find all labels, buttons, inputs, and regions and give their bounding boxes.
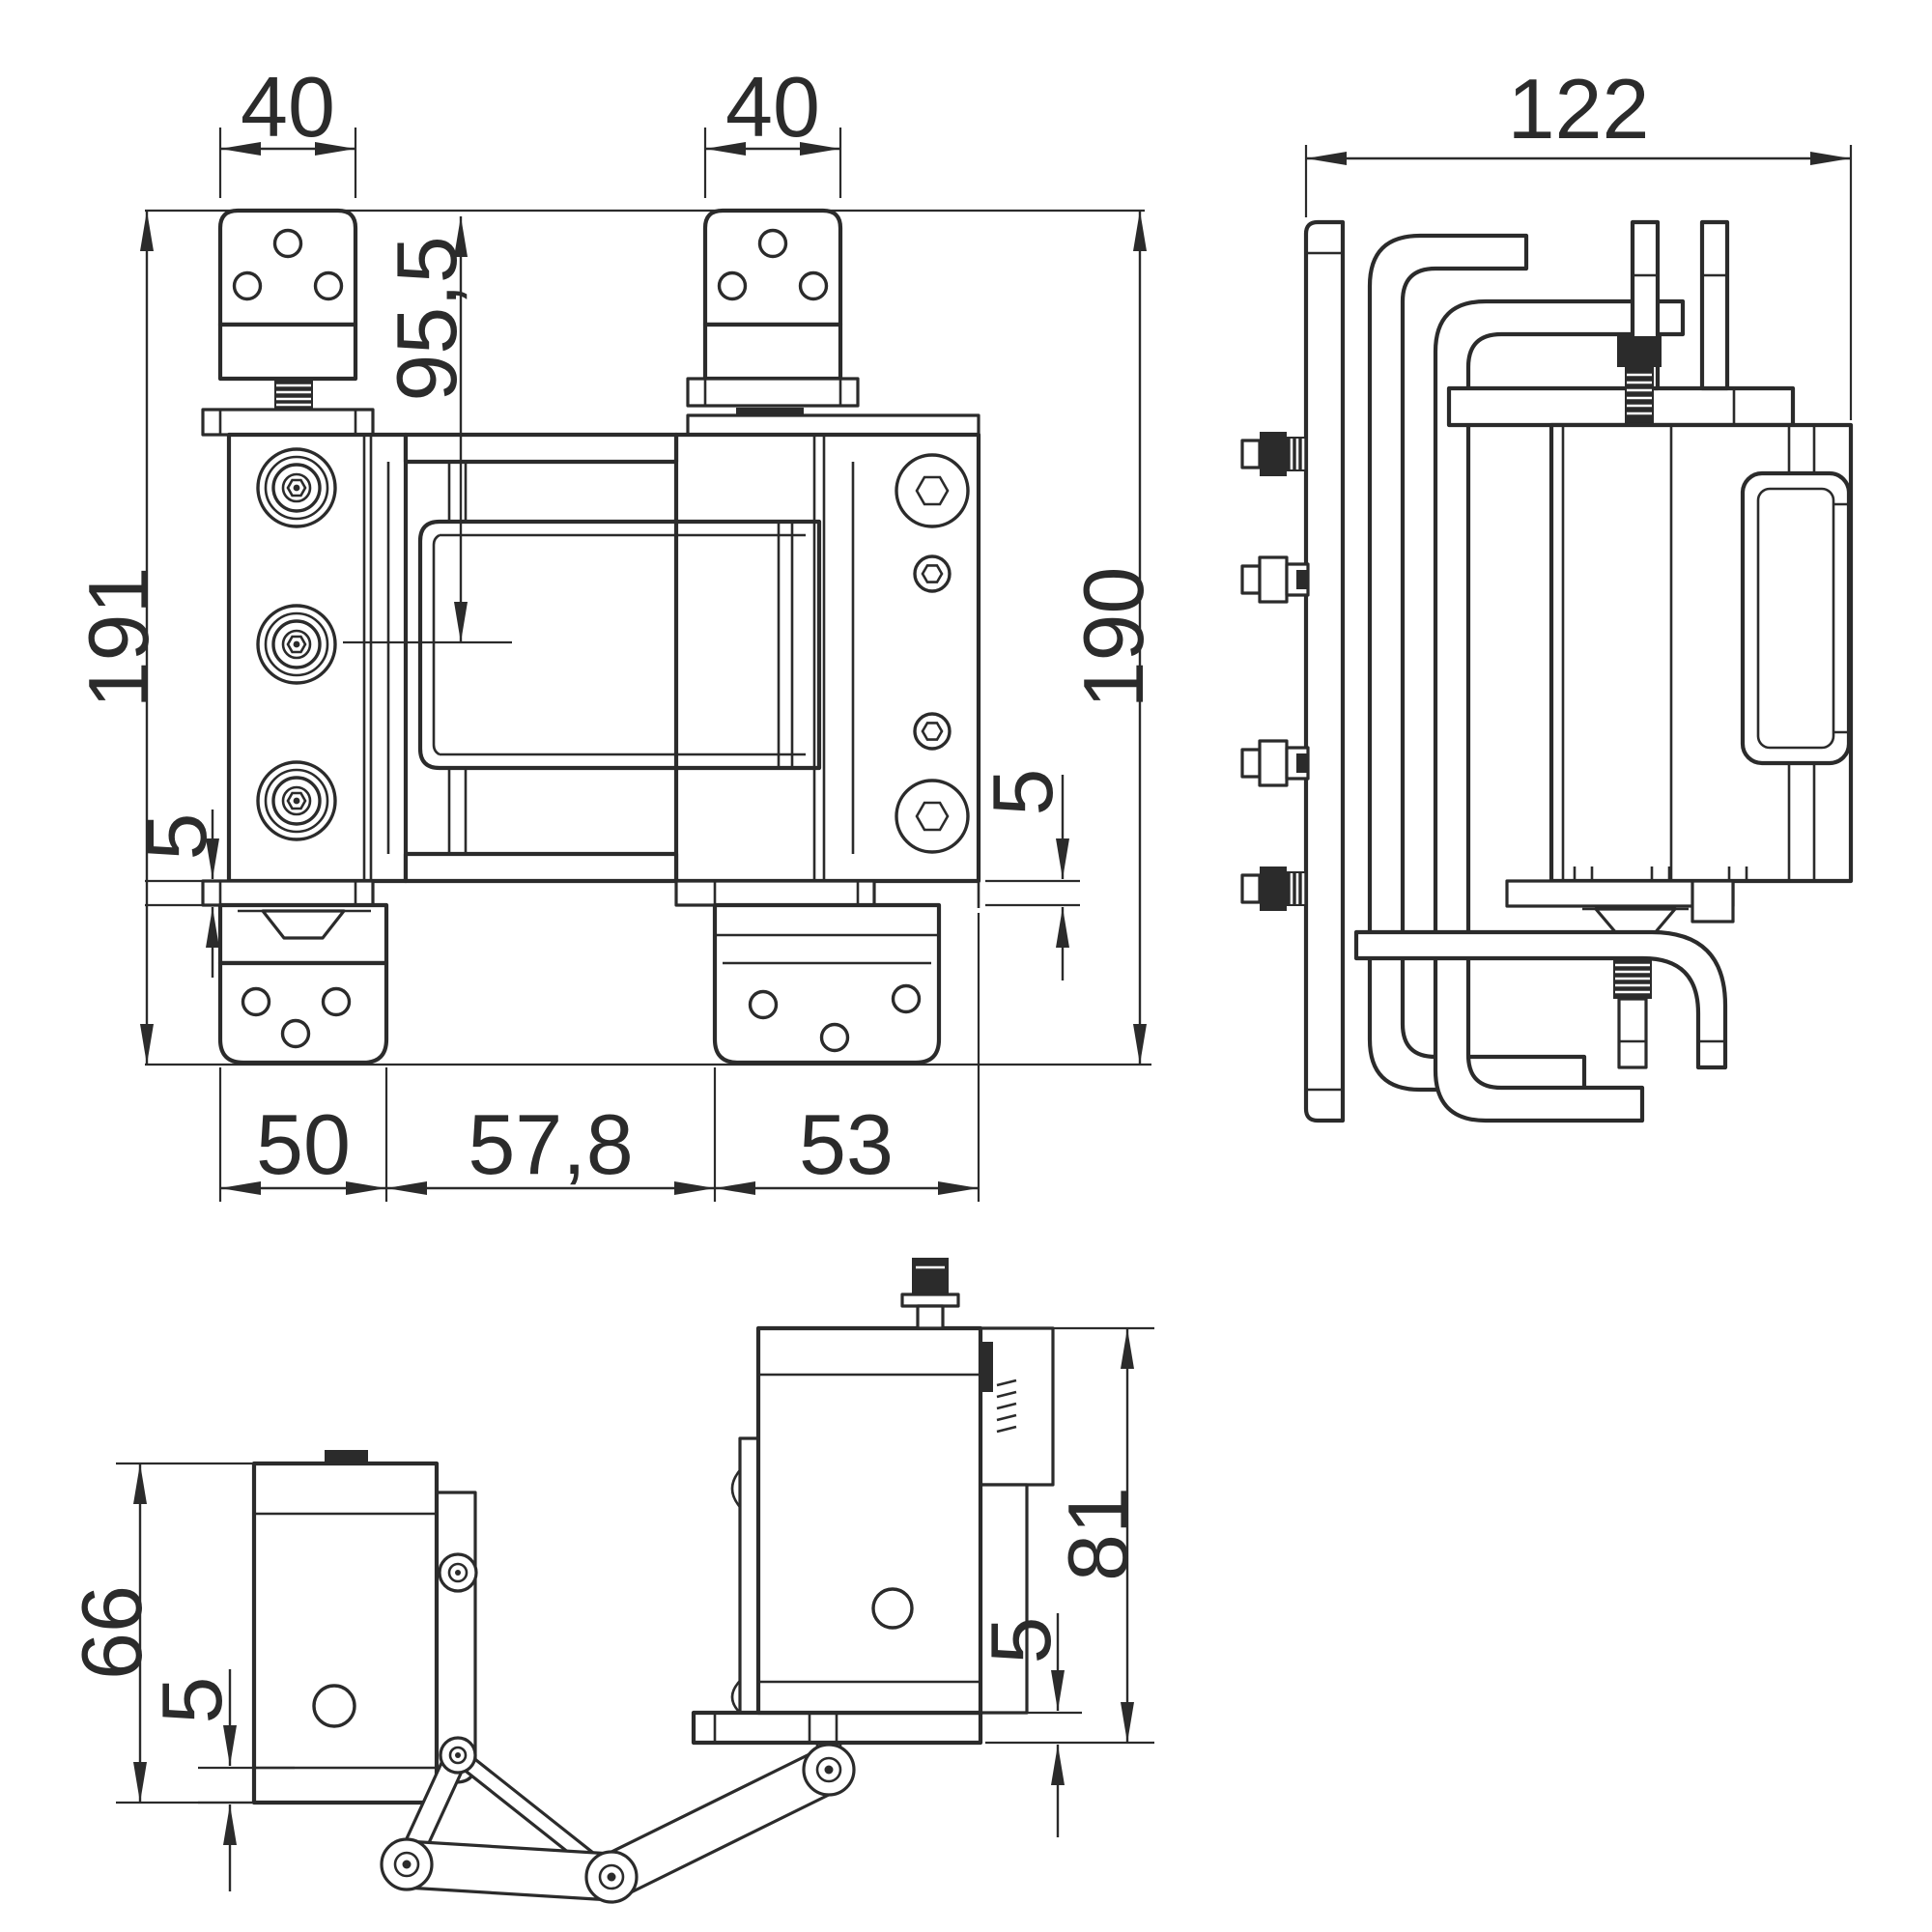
pivot-hole — [871, 1587, 914, 1630]
bottom-view: 66 5 5 81 — [64, 1258, 1154, 1904]
bottom-dimensions: 66 5 5 81 — [64, 1326, 1154, 1891]
front-hinge-body — [226, 432, 981, 884]
front-view: 40 40 191 190 95,5 5 5 50 57,8 53 — [71, 59, 1161, 1202]
lock-nut — [1617, 336, 1662, 367]
bracket-hole — [232, 270, 263, 301]
dim-label-5-left: 5 — [128, 813, 224, 861]
dim-label-95-5: 95,5 — [379, 236, 474, 401]
dim-label-5-bottom-left: 5 — [144, 1677, 240, 1724]
dim-label-66: 66 — [64, 1585, 159, 1680]
side-bottom-assembly — [1353, 867, 1748, 1070]
adjustment-screw — [256, 760, 337, 841]
center-top-bar — [403, 432, 679, 465]
bracket-hole — [757, 228, 788, 259]
locking-tab — [736, 408, 804, 416]
hex-bolt-large — [895, 779, 970, 854]
front-bottom-right-bracket — [712, 902, 942, 1065]
dim-label-5-bottom-right: 5 — [973, 1617, 1068, 1664]
front-top-left-bracket — [201, 208, 375, 437]
front-dimensions: 40 40 191 190 95,5 5 5 50 57,8 53 — [71, 59, 1161, 1202]
dim-label-190: 190 — [1065, 567, 1161, 709]
dim-label-53: 53 — [799, 1096, 894, 1192]
bottom-right-body — [691, 1258, 1055, 1746]
adjustment-screw — [256, 447, 337, 528]
front-bottom-left-bracket — [217, 902, 389, 1065]
top-bolt — [900, 1258, 960, 1330]
side-body — [1548, 422, 1854, 884]
handle-slot — [1740, 470, 1852, 766]
side-dimensions: 122 — [1304, 61, 1853, 420]
center-pocket — [417, 519, 822, 771]
side-bolts — [1240, 432, 1310, 911]
lock-slot — [980, 1342, 993, 1392]
dim-label-40-right: 40 — [725, 59, 820, 155]
side-flange-plate — [1303, 219, 1346, 1123]
bracket-hole — [280, 1018, 311, 1049]
hex-bolt-large — [895, 453, 970, 528]
bracket-hole — [748, 989, 779, 1020]
adjuster-cap — [325, 1450, 368, 1463]
dim-label-40-left: 40 — [241, 59, 335, 155]
bracket-hole — [798, 270, 829, 301]
thread-hatch — [996, 1378, 1017, 1434]
dim-label-122: 122 — [1508, 61, 1650, 156]
pivot-hole — [312, 1684, 356, 1728]
countersunk-screw — [261, 909, 346, 940]
front-top-right-bracket — [686, 208, 980, 437]
dim-label-50: 50 — [256, 1096, 351, 1192]
dim-label-5-right: 5 — [975, 769, 1070, 816]
strap-inner — [1433, 298, 1686, 1123]
bottom-hook-strap — [1353, 929, 1728, 1070]
strap-outer — [1367, 233, 1587, 1093]
bracket-hole — [272, 228, 303, 259]
center-bottom-bar — [403, 851, 679, 884]
bracket-hole — [313, 270, 344, 301]
front-washer-bands — [201, 879, 980, 908]
bracket-hole — [891, 983, 922, 1014]
threaded-rod — [1625, 367, 1654, 425]
scissor-linkage — [380, 1736, 856, 1904]
dim-label-81: 81 — [1050, 1487, 1146, 1581]
hex-socket-small — [913, 554, 952, 593]
bracket-hole — [717, 270, 748, 301]
side-u-hook — [1617, 219, 1730, 425]
hex-socket-small — [913, 712, 952, 751]
bracket-hole — [321, 986, 352, 1017]
dim-label-191: 191 — [71, 567, 166, 709]
side-view: 122 — [1240, 61, 1854, 1123]
bracket-hole — [241, 986, 271, 1017]
bracket-hole — [819, 1022, 850, 1053]
adjustment-screw — [256, 604, 337, 685]
dim-label-57-8: 57,8 — [468, 1096, 633, 1192]
side-top-plate — [1446, 385, 1796, 428]
